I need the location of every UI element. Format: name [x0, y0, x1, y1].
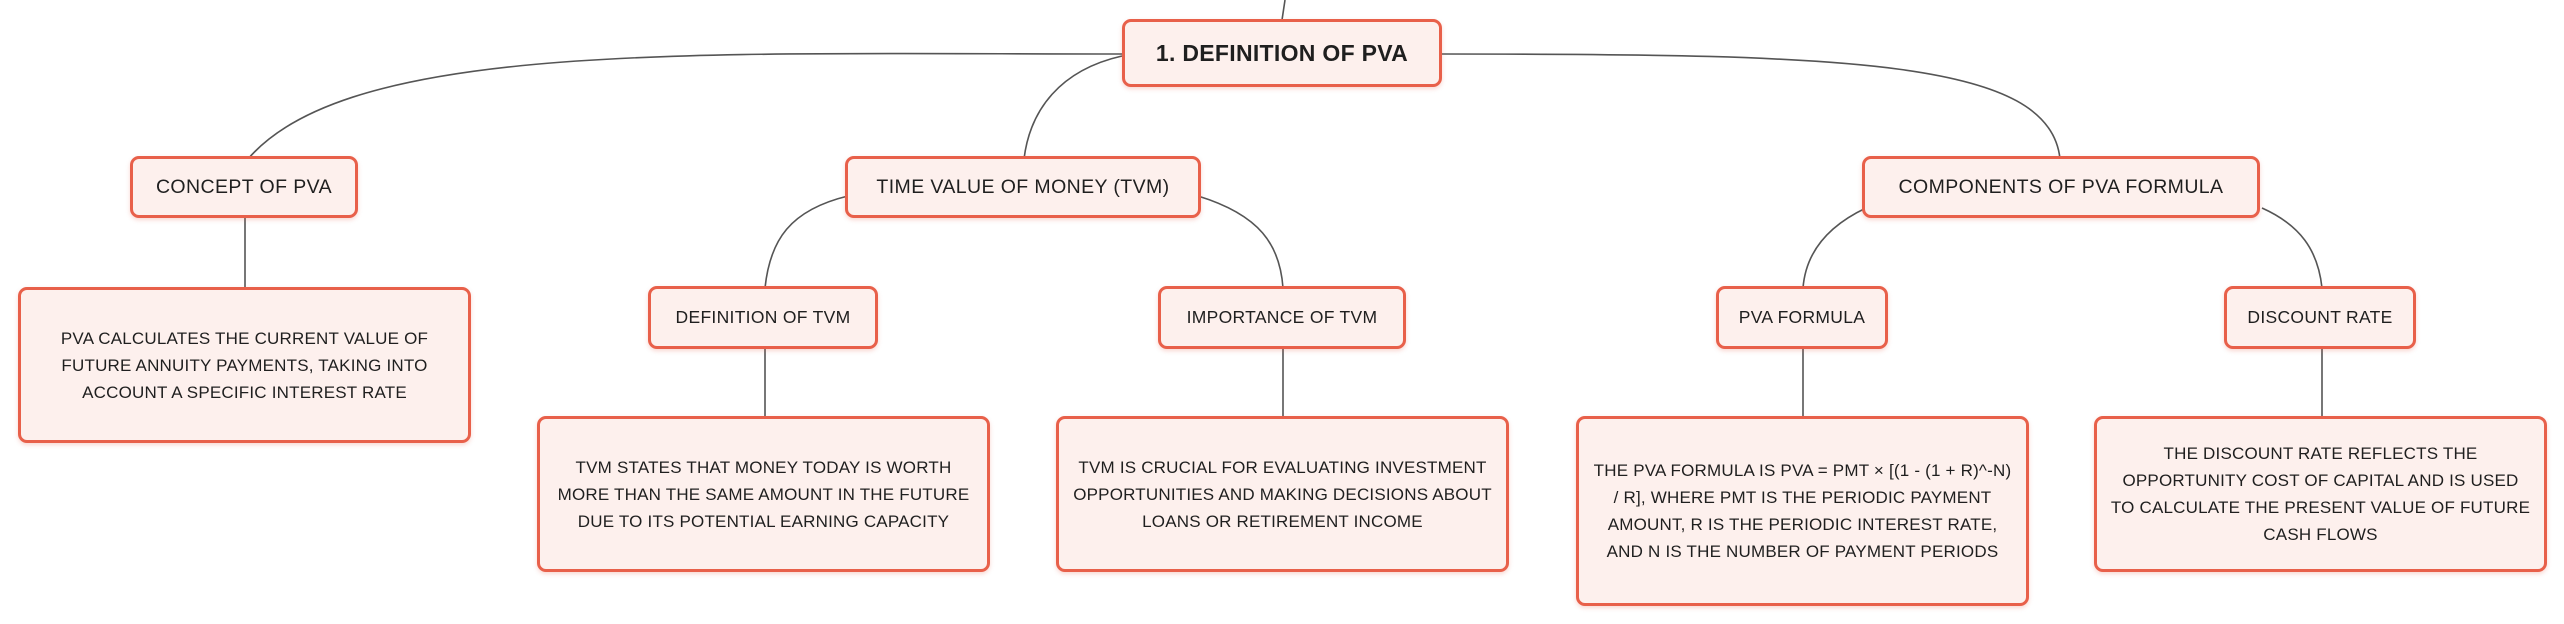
concept-label: CONCEPT OF PVA: [155, 175, 333, 198]
tvm-definition-node[interactable]: DEFINITION OF TVM: [648, 286, 878, 349]
connector-tvm-importance: [1197, 195, 1284, 289]
tvm-label: TIME VALUE OF MONEY (TVM): [876, 175, 1170, 198]
tvm-importance-description: TVM IS CRUCIAL FOR EVALUATING INVESTMENT…: [1073, 457, 1492, 531]
concept-node[interactable]: CONCEPT OF PVA: [130, 156, 358, 218]
pva-formula-description: THE PVA FORMULA IS PVA = PMT × [(1 - (1 …: [1593, 461, 2012, 561]
pva-formula-node[interactable]: PVA FORMULA: [1716, 286, 1888, 349]
pva-formula-description-node[interactable]: THE PVA FORMULA IS PVA = PMT × [(1 - (1 …: [1576, 416, 2029, 606]
components-node[interactable]: COMPONENTS OF PVA FORMULA: [1862, 156, 2260, 218]
tvm-definition-description-node[interactable]: TVM STATES THAT MONEY TODAY IS WORTH MOR…: [537, 416, 990, 572]
root-label: 1. DEFINITION OF PVA: [1155, 39, 1409, 66]
tvm-definition-label: DEFINITION OF TVM: [675, 307, 851, 327]
tvm-importance-label: IMPORTANCE OF TVM: [1186, 307, 1378, 327]
discount-rate-label: DISCOUNT RATE: [2247, 307, 2393, 327]
tvm-node[interactable]: TIME VALUE OF MONEY (TVM): [845, 156, 1201, 218]
connector-root-tvm: [1023, 55, 1123, 160]
concept-description: PVA CALCULATES THE CURRENT VALUE OF FUTU…: [60, 328, 429, 402]
tvm-importance-node[interactable]: IMPORTANCE OF TVM: [1158, 286, 1406, 349]
connector-tvm-definition: [764, 195, 849, 289]
tvm-importance-description-node[interactable]: TVM IS CRUCIAL FOR EVALUATING INVESTMENT…: [1056, 416, 1509, 572]
connector-root-concept: [247, 52, 1123, 160]
discount-rate-node[interactable]: DISCOUNT RATE: [2224, 286, 2416, 349]
tvm-definition-description: TVM STATES THAT MONEY TODAY IS WORTH MOR…: [557, 457, 970, 531]
root-node[interactable]: 1. DEFINITION OF PVA: [1122, 19, 1442, 87]
discount-rate-description: THE DISCOUNT RATE REFLECTS THE OPPORTUNI…: [2110, 444, 2531, 544]
connector-root-up: [1281, 0, 1286, 21]
concept-description-node[interactable]: PVA CALCULATES THE CURRENT VALUE OF FUTU…: [18, 287, 471, 443]
components-label: COMPONENTS OF PVA FORMULA: [1898, 175, 2224, 198]
connector-root-components: [1441, 53, 2061, 160]
discount-rate-description-node[interactable]: THE DISCOUNT RATE REFLECTS THE OPPORTUNI…: [2094, 416, 2547, 572]
connector-components-discount: [2261, 207, 2323, 289]
pva-formula-label: PVA FORMULA: [1738, 307, 1866, 327]
connector-components-formula: [1802, 207, 1867, 289]
